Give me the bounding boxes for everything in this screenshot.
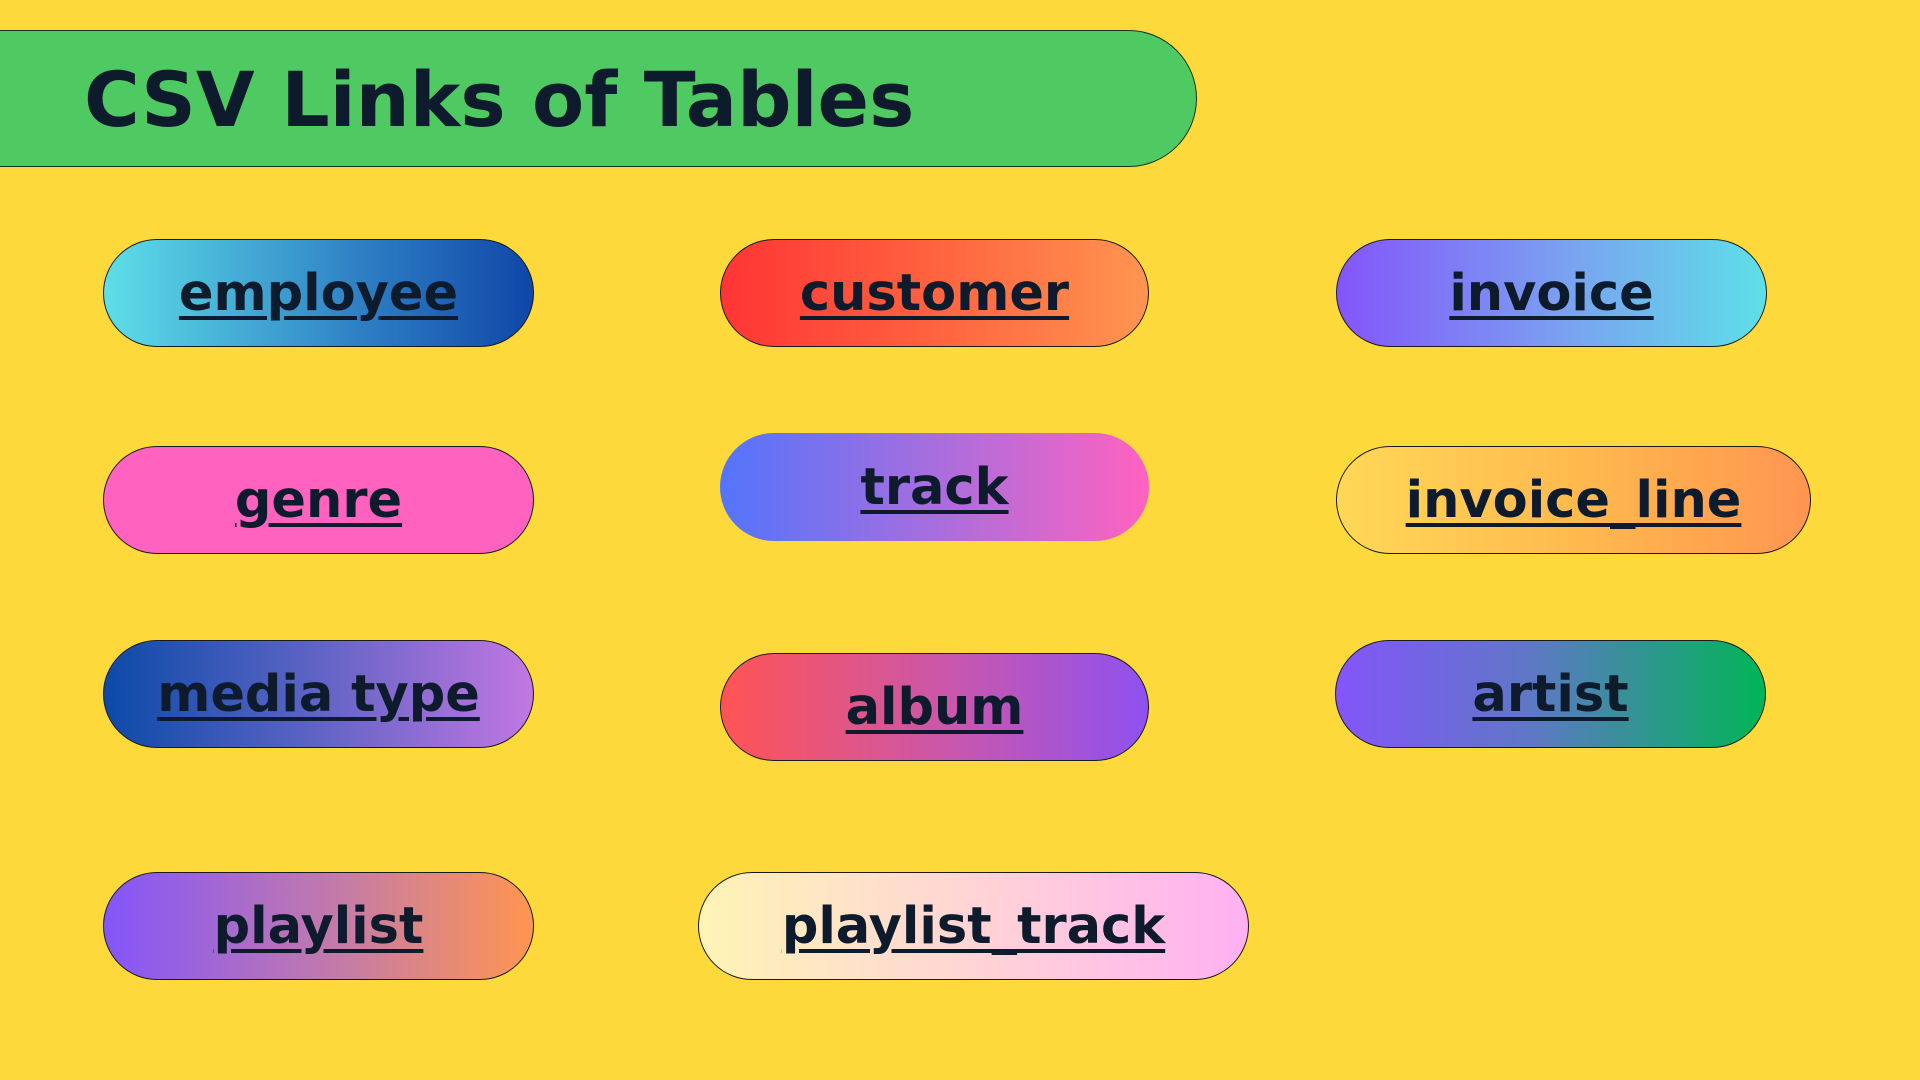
- track-link-label: track: [860, 457, 1009, 517]
- customer-csv-link[interactable]: customer: [720, 239, 1149, 347]
- genre-csv-link[interactable]: genre: [103, 446, 534, 554]
- track-csv-link[interactable]: track: [720, 433, 1149, 541]
- genre-link-label: genre: [234, 470, 403, 530]
- title-banner: CSV Links of Tables: [0, 30, 1197, 167]
- media-type-csv-link[interactable]: media type: [103, 640, 534, 748]
- artist-link-label: artist: [1472, 664, 1629, 724]
- employee-csv-link[interactable]: employee: [103, 239, 534, 347]
- media-type-link-label: media type: [157, 664, 480, 724]
- album-csv-link[interactable]: album: [720, 653, 1149, 761]
- playlist-track-csv-link[interactable]: playlist_track: [698, 872, 1249, 980]
- invoice-line-link-label: invoice_line: [1405, 470, 1742, 530]
- artist-csv-link[interactable]: artist: [1335, 640, 1766, 748]
- page-title: CSV Links of Tables: [84, 55, 915, 144]
- playlist-link-label: playlist: [213, 896, 424, 956]
- employee-link-label: employee: [178, 263, 459, 323]
- invoice-link-label: invoice: [1449, 263, 1654, 323]
- invoice-csv-link[interactable]: invoice: [1336, 239, 1767, 347]
- playlist-track-link-label: playlist_track: [781, 896, 1166, 956]
- customer-link-label: customer: [799, 263, 1070, 323]
- album-link-label: album: [845, 677, 1024, 737]
- invoice-line-csv-link[interactable]: invoice_line: [1336, 446, 1811, 554]
- playlist-csv-link[interactable]: playlist: [103, 872, 534, 980]
